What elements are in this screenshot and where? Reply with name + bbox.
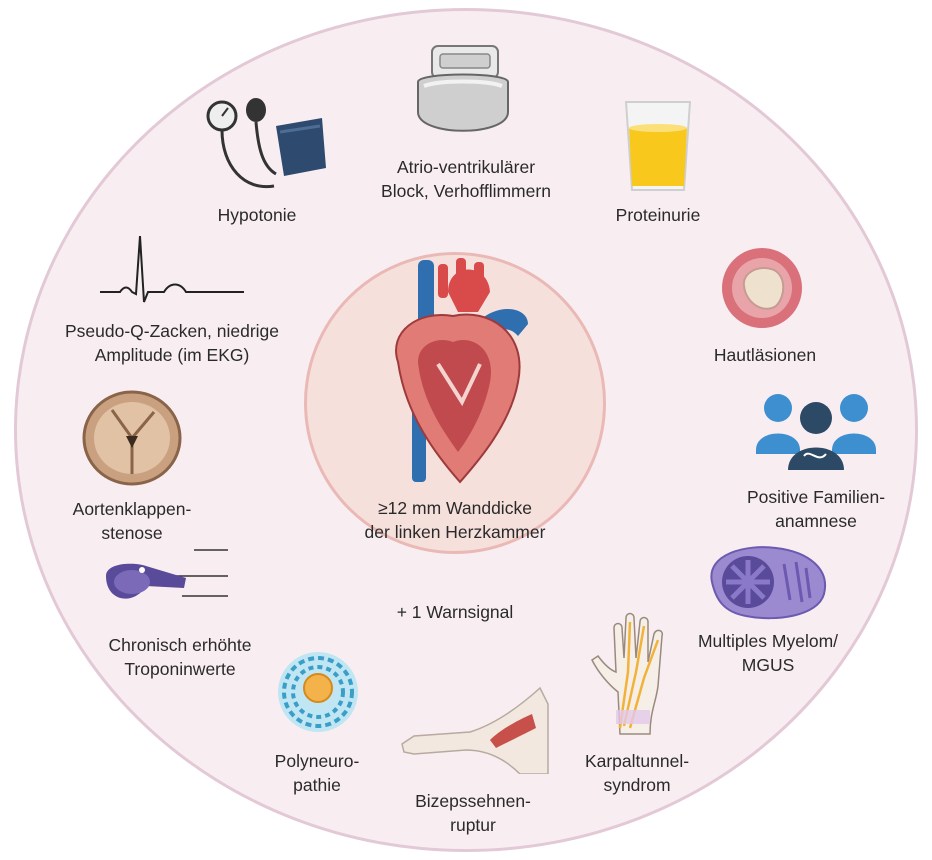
myeloma-cell-icon — [706, 542, 830, 622]
nerve-section-icon — [276, 650, 360, 734]
haut-label: Hautläsionen — [713, 345, 817, 365]
myelom-label-1: Multiples Myelom/ — [697, 631, 839, 651]
polyneuro-label-1: Polyneuro- — [274, 751, 360, 771]
familie-label-2: anamnese — [775, 511, 857, 531]
arm-biceps-icon — [400, 684, 550, 774]
avblock-label-2: Block, Verhofflimmern — [381, 181, 551, 201]
karpal-label-2: syndrom — [603, 775, 671, 795]
hand-carpal-icon — [590, 612, 682, 736]
hypotonie-label: Hypotonie — [217, 205, 297, 225]
troponin-icon — [106, 546, 228, 610]
heart-icon — [378, 252, 538, 492]
myelom-label-2: MGUS — [741, 655, 795, 675]
warning-label: + 1 Warnsignal — [396, 602, 514, 622]
center-label-line2: der linken Herzkammer — [364, 522, 546, 542]
troponin-label-2: Troponinwerte — [124, 659, 236, 679]
ekg-label-2: Amplitude (im EKG) — [94, 345, 250, 365]
skin-lesion-icon — [720, 246, 804, 330]
polyneuro-label-2: pathie — [293, 775, 341, 795]
karpal-label-1: Karpaltunnel- — [584, 751, 690, 771]
center-label-line1: ≥12 mm Wanddicke — [378, 498, 532, 518]
avblock-label-1: Atrio-ventrikulärer — [396, 157, 536, 177]
aortic-valve-icon — [82, 390, 182, 486]
bizeps-label-2: ruptur — [450, 815, 496, 835]
familie-label-1: Positive Familien- — [746, 487, 886, 507]
pacemaker-icon — [410, 42, 516, 148]
aorten-label-2: stenose — [101, 523, 163, 543]
bizeps-label-1: Bizepssehnen- — [415, 791, 531, 811]
troponin-label-1: Chronisch erhöhte — [108, 635, 252, 655]
proteinurie-label: Proteinurie — [615, 205, 701, 225]
blood-pressure-cuff-icon — [204, 96, 334, 202]
family-dna-icon — [756, 392, 876, 472]
aorten-label-1: Aortenklappen- — [72, 499, 192, 519]
ekg-label-1: Pseudo-Q-Zacken, niedrige — [65, 321, 279, 341]
ekg-icon — [100, 236, 244, 306]
urine-glass-icon — [622, 98, 694, 194]
